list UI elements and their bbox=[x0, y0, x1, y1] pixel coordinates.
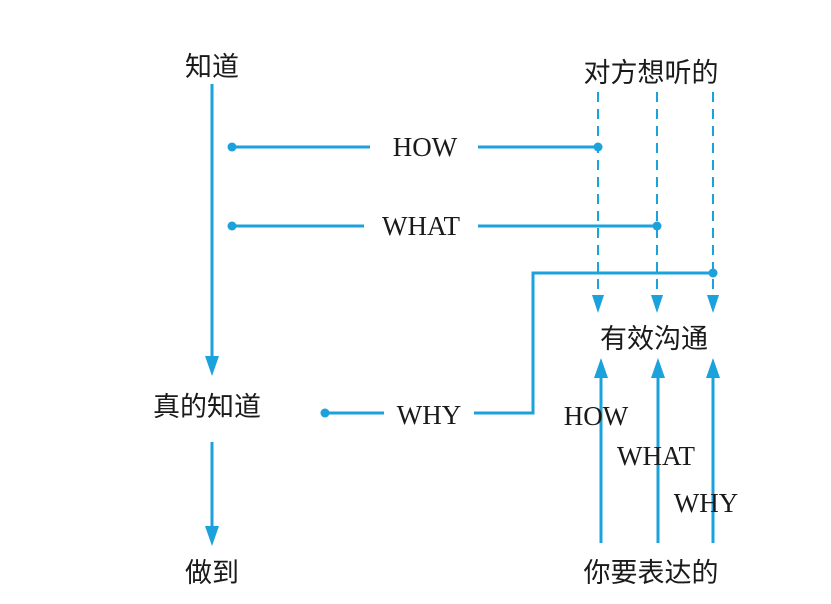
what-connector-end-dot bbox=[652, 221, 662, 231]
what-connector-start-dot bbox=[227, 221, 237, 231]
node-know: 知道 bbox=[185, 52, 239, 83]
know-to-truly-know-arrowhead bbox=[205, 356, 219, 376]
why-connector-end-dot bbox=[708, 268, 718, 278]
left-how-label: HOW bbox=[393, 132, 458, 162]
express-how-arrowhead bbox=[594, 358, 608, 378]
listener-what-arrowhead bbox=[651, 295, 663, 313]
right-why-label: WHY bbox=[674, 488, 738, 518]
left-what-label: WHAT bbox=[382, 211, 460, 241]
express-why-arrowhead bbox=[706, 358, 720, 378]
node-do: 做到 bbox=[185, 558, 239, 589]
node-you-express: 你要表达的 bbox=[584, 558, 719, 589]
express-what-arrowhead bbox=[651, 358, 665, 378]
node-effective-communication: 有效沟通 bbox=[600, 324, 708, 355]
truly-know-to-do-arrowhead bbox=[205, 526, 219, 546]
listener-how-arrowhead bbox=[592, 295, 604, 313]
how-connector-start-dot bbox=[227, 142, 237, 152]
listener-why-arrowhead bbox=[707, 295, 719, 313]
left-why-label: WHY bbox=[397, 400, 461, 430]
why-connector-elbow bbox=[474, 271, 713, 415]
right-how-label: HOW bbox=[564, 401, 629, 431]
right-what-label: WHAT bbox=[617, 441, 695, 471]
node-truly-know: 真的知道 bbox=[153, 392, 261, 423]
why-connector-start-dot bbox=[320, 408, 330, 418]
node-listener-wants: 对方想听的 bbox=[584, 58, 719, 89]
